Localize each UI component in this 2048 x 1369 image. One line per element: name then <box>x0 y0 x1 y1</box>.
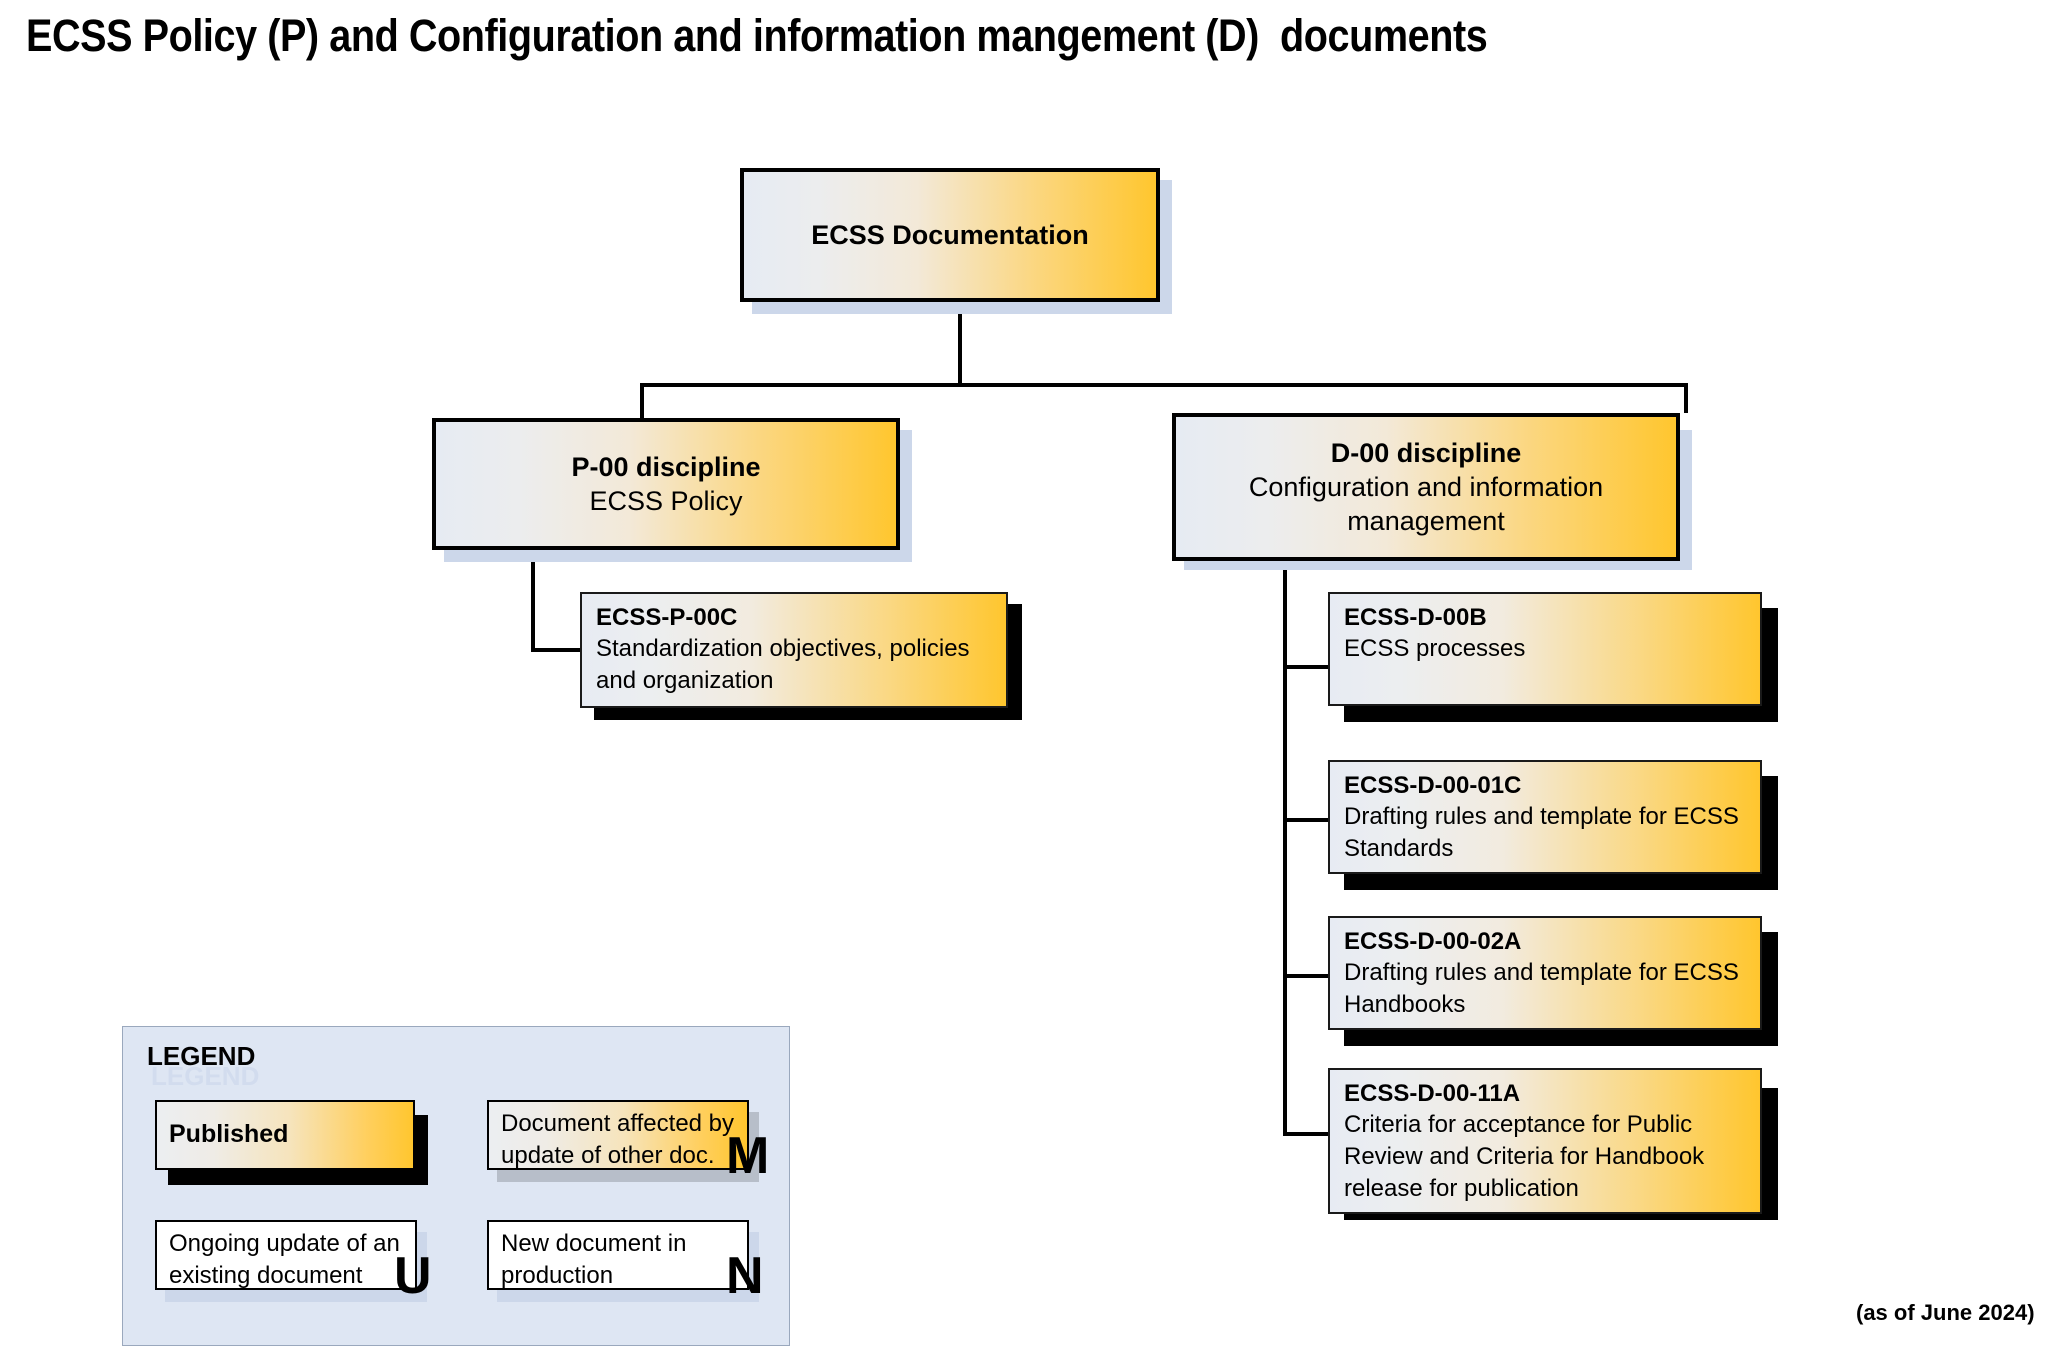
p00-code: P-00 discipline <box>571 452 761 482</box>
ecss-d-00-01c-code: ECSS-D-00-01C <box>1344 772 1522 799</box>
legend-marker-u: U <box>394 1247 432 1305</box>
connector-bus-horizontal <box>640 383 1688 387</box>
ecss-p-00c-code: ECSS-P-00C <box>596 604 738 631</box>
connector-bus-to-d00 <box>1684 383 1688 413</box>
legend-item-affected-label: Document affected by update of other doc… <box>501 1110 735 1169</box>
connector-p00-trunk <box>531 550 535 652</box>
footer-note: (as of June 2024) <box>1856 1300 2035 1325</box>
legend-item-ongoing-label: Ongoing update of an existing document <box>169 1230 400 1289</box>
connector-d00-to-doc-2 <box>1283 818 1331 822</box>
connector-d00-trunk <box>1283 561 1287 1136</box>
legend-item-published[interactable]: Published <box>155 1100 415 1170</box>
ecss-d-00-01c-description: Drafting rules and template for ECSS Sta… <box>1344 803 1739 862</box>
ecss-d-00-02a-code: ECSS-D-00-02A <box>1344 928 1522 955</box>
page-title: ECSS Policy (P) and Configuration and in… <box>26 10 1488 61</box>
legend-title-ghost: LEGEND <box>151 1061 260 1091</box>
ecss-d-00b-box[interactable]: ECSS-D-00B ECSS processes <box>1328 592 1762 706</box>
ecss-p-00c-box[interactable]: ECSS-P-00C Standardization objectives, p… <box>580 592 1008 708</box>
ecss-d-00-11a-description: Criteria for acceptance for Public Revie… <box>1344 1111 1705 1202</box>
legend-marker-m: M <box>726 1127 770 1185</box>
legend-item-published-label: Published <box>169 1120 289 1148</box>
root-node[interactable]: ECSS Documentation <box>740 168 1160 302</box>
connector-p00-to-doc <box>531 648 583 652</box>
legend-item-affected[interactable]: Document affected by update of other doc… <box>487 1100 749 1170</box>
legend-item-new-label: New document in production <box>501 1230 687 1289</box>
ecss-p-00c-description: Standardization objectives, policies and… <box>596 635 970 694</box>
connector-root-down <box>958 308 962 386</box>
ecss-d-00-02a-box[interactable]: ECSS-D-00-02A Drafting rules and templat… <box>1328 916 1762 1030</box>
connector-d00-to-doc-4 <box>1283 1132 1331 1136</box>
p00-name: ECSS Policy <box>589 486 743 516</box>
ecss-d-00-11a-box[interactable]: ECSS-D-00-11A Criteria for acceptance fo… <box>1328 1068 1762 1214</box>
d00-discipline-node[interactable]: D-00 discipline Configuration and inform… <box>1172 413 1680 561</box>
ecss-d-00b-description: ECSS processes <box>1344 635 1526 662</box>
ecss-d-00-02a-description: Drafting rules and template for ECSS Han… <box>1344 959 1739 1018</box>
ecss-d-00b-code: ECSS-D-00B <box>1344 604 1487 631</box>
d00-name: Configuration and information management <box>1248 472 1604 536</box>
connector-bus-to-p00 <box>640 383 644 419</box>
p00-discipline-node[interactable]: P-00 discipline ECSS Policy <box>432 418 900 550</box>
ecss-d-00-01c-box[interactable]: ECSS-D-00-01C Drafting rules and templat… <box>1328 760 1762 874</box>
ecss-d-00-11a-code: ECSS-D-00-11A <box>1344 1080 1521 1107</box>
connector-d00-to-doc-1 <box>1283 665 1331 669</box>
root-node-label: ECSS Documentation <box>811 220 1089 250</box>
legend-marker-n: N <box>726 1247 764 1305</box>
legend-title: LEGEND <box>147 1041 256 1071</box>
d00-code: D-00 discipline <box>1330 438 1522 468</box>
connector-d00-to-doc-3 <box>1283 974 1331 978</box>
legend-item-ongoing[interactable]: Ongoing update of an existing document <box>155 1220 417 1290</box>
legend-item-new[interactable]: New document in production <box>487 1220 749 1290</box>
